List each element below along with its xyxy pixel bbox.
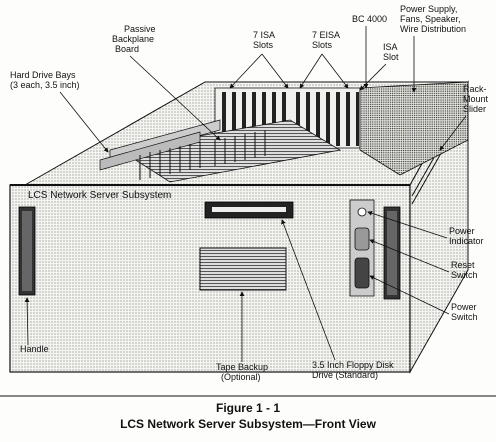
label-passive-backplane: Passive Backplane Board [112,24,158,54]
label-isa-slot: ISA Slot [383,42,400,62]
leader-floppy [281,219,336,361]
label-power-switch: Power Switch [451,302,479,322]
expansion-slots [222,92,359,146]
leader-power-indicator [367,210,448,239]
leader-hard-drive [59,91,109,153]
label-power-indicator: Power Indicator [449,226,484,246]
label-rack-mount-slider: Rack- Mount Slider [463,84,491,114]
leader-eisa-left [299,53,323,89]
label-bc4000: BC 4000 [352,14,387,24]
label-eisa-slots: 7 EISA Slots [312,30,342,50]
backplane-board [118,119,342,183]
label-power-supply: Power Supply, Fans, Speaker, Wire Distri… [400,4,466,34]
leader-reset-switch [369,239,450,273]
right-handle-grip [387,211,397,295]
leader-rack-slider [439,115,467,151]
label-handle: Handle [20,344,49,354]
power-switch-button[interactable] [354,257,370,289]
figure-title: LCS Network Server Subsystem—Front View [120,417,377,431]
leader-isa-right [261,53,289,89]
reset-switch-button[interactable] [354,227,370,251]
leader-isa-slot [359,63,387,91]
figure-number: Figure 1 - 1 [216,401,280,415]
card-guides [139,130,266,180]
leader-power-switch [369,275,450,315]
label-reset-switch: Reset Switch [451,260,478,280]
floppy-slot [212,207,286,212]
label-floppy: 3.5 Inch Floppy Disk Drive (Standard) [312,360,396,380]
left-handle-grip [22,211,32,291]
label-tape-backup: Tape Backup (Optional) [216,362,271,382]
label-hard-drive-bays: Hard Drive Bays (3 each, 3.5 inch) [10,70,80,90]
panel-title: LCS Network Server Subsystem [28,190,171,201]
leader-handle [24,297,30,346]
leader-isa-left [229,53,263,89]
power-supply-box [359,81,469,176]
hard-drive-bay-cages [99,119,221,171]
leader-backplane [129,55,221,141]
tape-backup-bay[interactable] [199,247,287,291]
leader-eisa-right [321,53,349,89]
power-indicator-led [357,207,367,217]
label-isa-slots: 7 ISA Slots [253,30,277,50]
